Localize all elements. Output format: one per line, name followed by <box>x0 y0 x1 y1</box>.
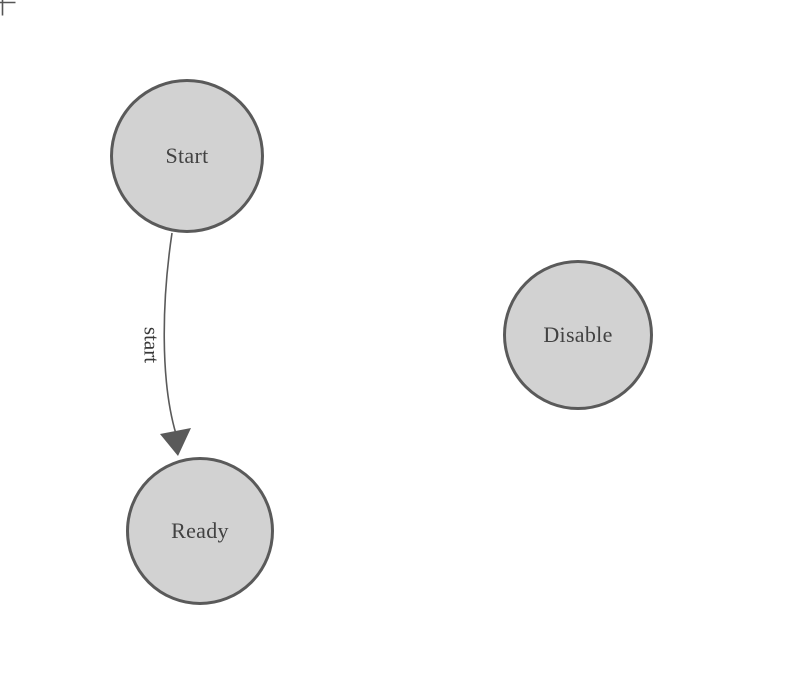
state-node-disable[interactable]: Disable <box>503 260 653 410</box>
state-node-disable-label: Disable <box>543 322 613 347</box>
arrowhead-icon <box>160 428 191 456</box>
state-node-start-label: Start <box>165 143 209 168</box>
state-node-ready[interactable]: Ready <box>126 457 274 605</box>
canvas-corner-mark <box>0 0 16 16</box>
state-node-start[interactable]: Start <box>110 79 264 233</box>
edge-label-start[interactable]: start <box>139 326 164 364</box>
transition-edge-start-to-ready[interactable] <box>163 232 177 435</box>
state-node-ready-label: Ready <box>171 518 229 543</box>
